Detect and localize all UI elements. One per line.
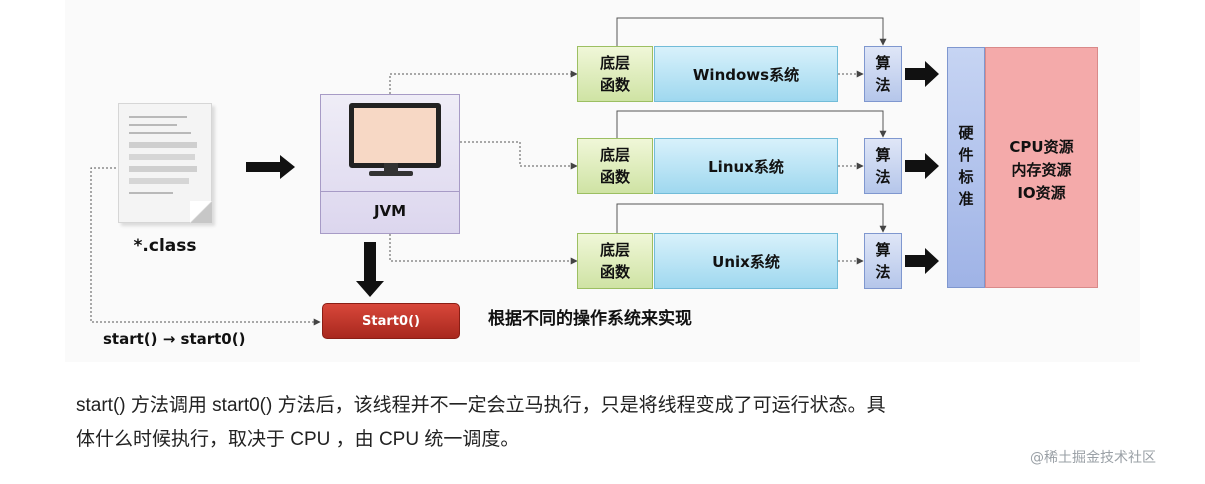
windows-bypass-connector — [616, 17, 887, 46]
jvm-to-windows-connector — [389, 70, 578, 94]
unix-algo-to-hw-arrow — [905, 248, 939, 274]
linux-native-function-box: 底层函数 — [577, 138, 653, 194]
jvm-to-unix-connector — [389, 234, 578, 265]
windows-native-function-box: 底层函数 — [577, 46, 653, 102]
jvm-label: JVM — [373, 202, 407, 220]
unix-bypass-connector — [616, 203, 887, 233]
class-file-document-icon — [118, 103, 212, 223]
hardware-standard-box: 硬 件 标 准 — [947, 47, 985, 288]
windows-algo-to-hw-arrow — [905, 61, 939, 87]
linux-os-box: Linux系统 — [654, 138, 838, 194]
caption-line-1: start() 方法调用 start0() 方法后，该线程并不一定会立马执行，只… — [76, 395, 886, 416]
windows-algorithm-box: 算法 — [864, 46, 902, 102]
linux-bypass-connector — [616, 110, 887, 138]
file-to-jvm-arrow — [246, 155, 295, 179]
os-implementation-note: 根据不同的操作系统来实现 — [488, 309, 692, 329]
start0-box: Start0() — [322, 303, 460, 339]
unix-algorithm-box: 算法 — [864, 233, 902, 289]
jvm-to-linux-connector — [460, 141, 578, 170]
unix-native-function-box: 底层函数 — [577, 233, 653, 289]
watermark: @稀土掘金技术社区 — [1030, 450, 1156, 466]
windows-os-box: Windows系统 — [654, 46, 838, 102]
resources-box: CPU资源 内存资源 IO资源 — [985, 47, 1098, 288]
jvm-to-start0-arrow — [356, 242, 384, 297]
start-call-label: start() → start0() — [103, 330, 246, 348]
caption-line-2: 体什么时候执行，取决于 CPU ，由 CPU 统一调度。 — [76, 429, 520, 450]
jvm-box: JVM — [320, 94, 460, 234]
linux-algorithm-box: 算法 — [864, 138, 902, 194]
class-file-label: *.class — [133, 236, 197, 256]
start-call-connector — [90, 167, 321, 326]
unix-os-box: Unix系统 — [654, 233, 838, 289]
linux-algo-to-hw-arrow — [905, 153, 939, 179]
monitor-icon — [349, 103, 441, 168]
caption-paragraph: start() 方法调用 start0() 方法后，该线程并不一定会立马执行，只… — [76, 389, 1146, 457]
